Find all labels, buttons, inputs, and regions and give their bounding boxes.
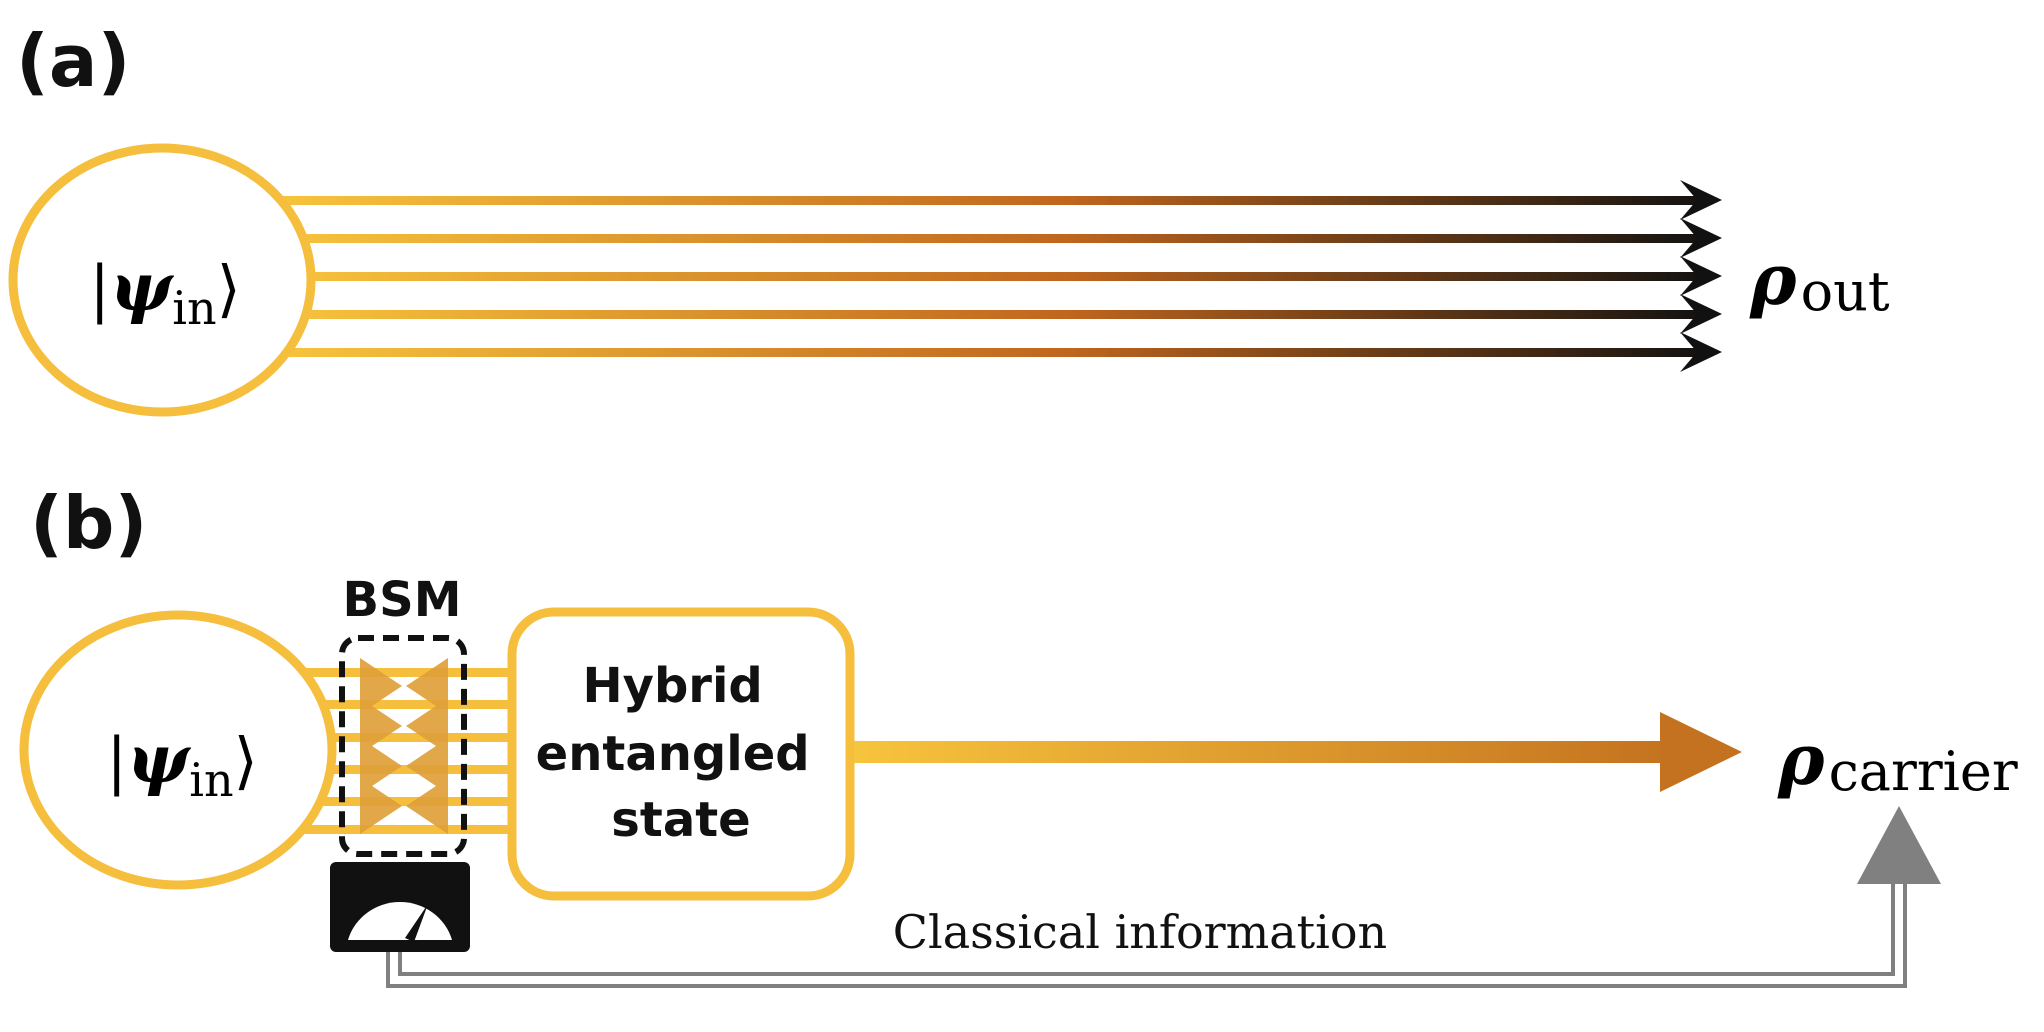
channel-line-2 bbox=[280, 234, 1710, 243]
input-state-ellipse-b bbox=[19, 610, 337, 890]
classical-info-arrowhead bbox=[1857, 806, 1941, 884]
bsm-beam-splitters bbox=[360, 658, 448, 834]
channel-line-1 bbox=[280, 196, 1710, 205]
panel-a-channels bbox=[280, 180, 1722, 372]
arrowhead-3 bbox=[1680, 256, 1722, 296]
classical-information-label: Classical information bbox=[893, 905, 1387, 959]
arrowhead-5 bbox=[1680, 332, 1722, 372]
bsm-dashed-box bbox=[339, 635, 467, 857]
measurement-meter-icon bbox=[330, 862, 470, 952]
input-state-a: |ψin⟩ bbox=[89, 248, 241, 335]
output-state-b: ρcarrier bbox=[1777, 718, 2018, 803]
bsm-label: BSM bbox=[343, 572, 462, 628]
channel-line-4 bbox=[280, 310, 1710, 319]
arrowhead-4 bbox=[1680, 294, 1722, 334]
panel-a-label: (a) bbox=[16, 19, 130, 103]
arrowhead-2 bbox=[1680, 218, 1722, 258]
carrier-arrow bbox=[854, 712, 1742, 792]
channel-line-3 bbox=[280, 272, 1710, 281]
hybrid-entangled-state-box: Hybrid entangled state bbox=[507, 607, 855, 901]
input-state-b: |ψin⟩ bbox=[106, 720, 258, 807]
classical-info-path bbox=[386, 878, 1907, 988]
panel-b-label: (b) bbox=[30, 481, 147, 565]
channel-line-5 bbox=[280, 348, 1710, 357]
arrowhead-1 bbox=[1680, 180, 1722, 220]
bsm-input-lines bbox=[290, 668, 510, 834]
input-state-ellipse-a bbox=[8, 143, 316, 417]
output-state-a: ρout bbox=[1749, 238, 1890, 323]
hybrid-box-text: Hybrid entangled state bbox=[536, 658, 827, 848]
